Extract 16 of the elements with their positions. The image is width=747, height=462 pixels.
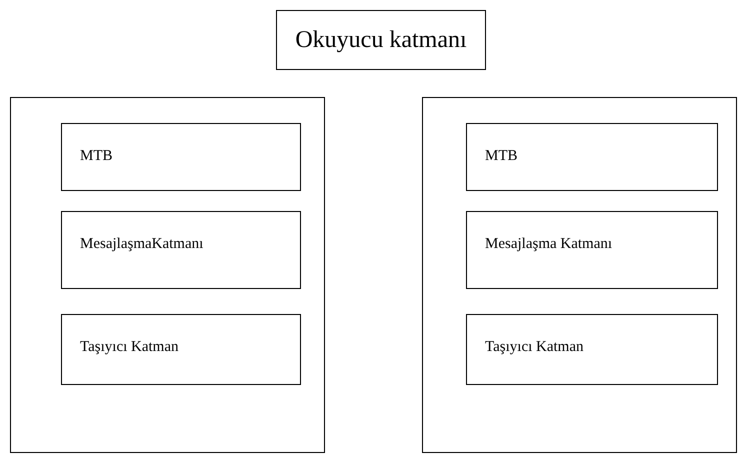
layer-label: Taşıyıcı Katman: [485, 339, 584, 355]
layer-box: [466, 123, 718, 191]
layer-label: Okuyucu katmanı: [295, 28, 467, 52]
layer-box: [466, 314, 718, 385]
layer-label: Taşıyıcı Katman: [80, 339, 179, 355]
layer-box: [61, 211, 301, 289]
layer-box: [61, 314, 301, 385]
container-box: [10, 97, 325, 453]
layer-label: MTB: [80, 148, 113, 164]
layer-label: Mesajlaşma Katmanı: [485, 236, 612, 252]
layer-box: [276, 10, 486, 70]
layer-label: MTB: [485, 148, 518, 164]
container-box: [422, 97, 737, 453]
layer-box: [61, 123, 301, 191]
layer-label: MesajlaşmaKatmanı: [80, 236, 204, 252]
layer-box: [466, 211, 718, 289]
